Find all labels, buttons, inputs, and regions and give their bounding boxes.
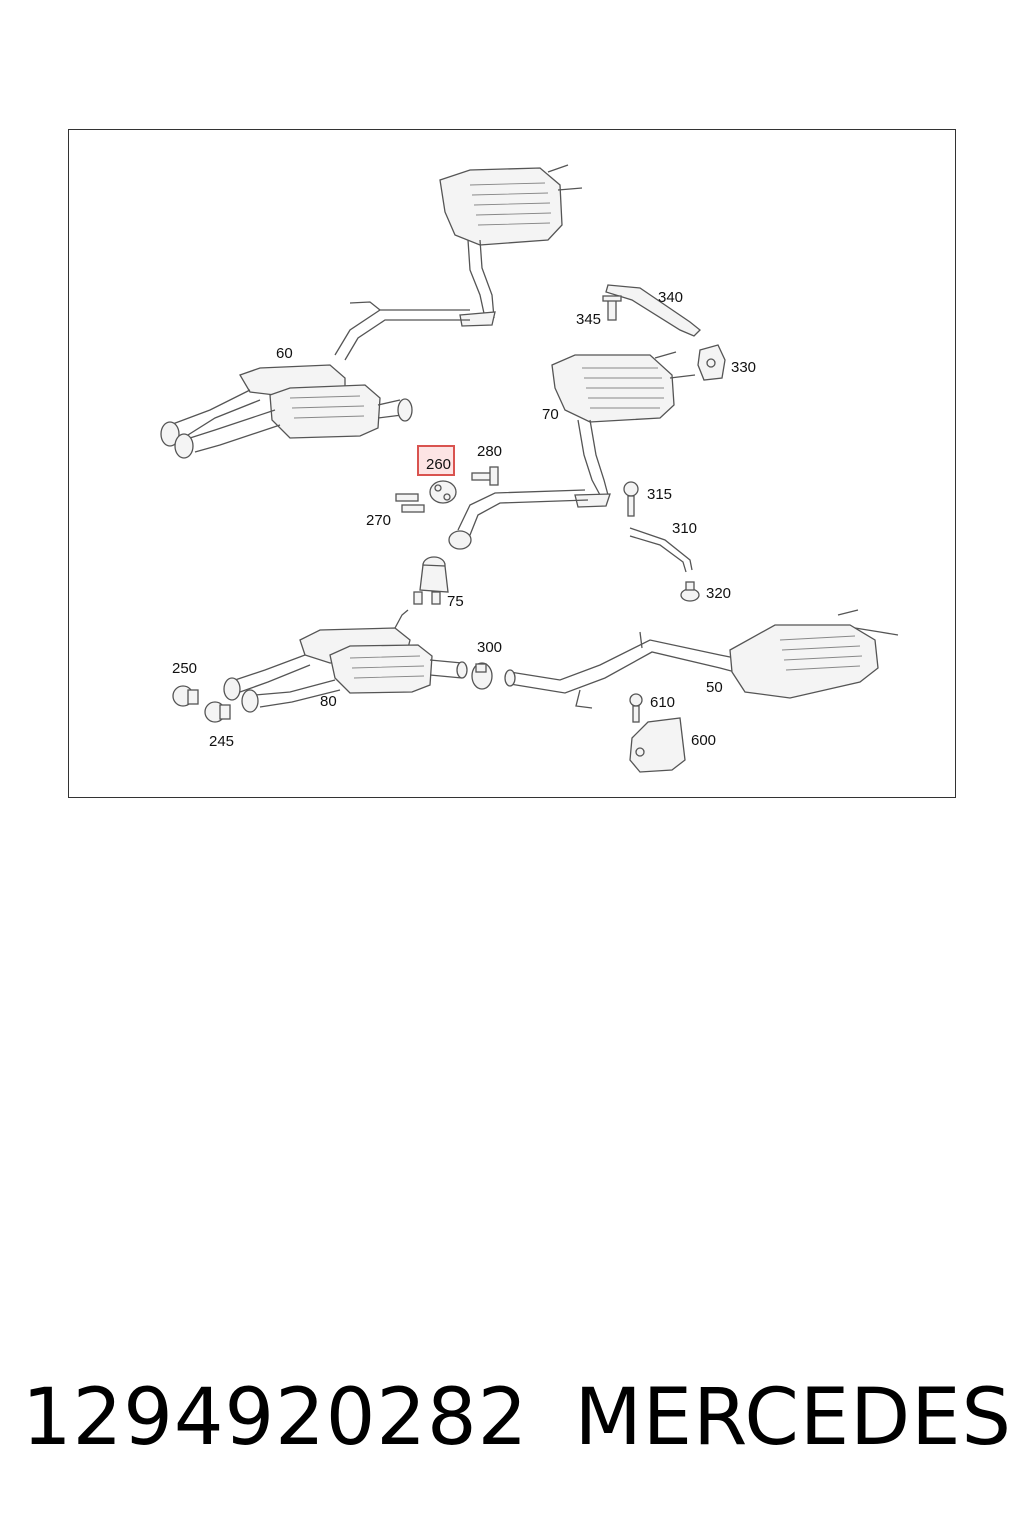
callout-270: 270 [366,512,391,529]
callout-260[interactable]: 260 [426,456,451,473]
callout-320: 320 [706,585,731,602]
callout-330: 330 [731,359,756,376]
callout-340: 340 [658,289,683,306]
rear-muffler-middle [448,351,696,550]
callout-310: 310 [672,520,697,537]
callout-245: 245 [209,733,234,750]
callout-610: 610 [650,694,675,711]
bracket-340 [602,284,701,337]
callout-80: 80 [320,693,337,710]
rubber-mount-330 [697,344,726,381]
callout-70: 70 [542,406,559,423]
rear-muffler-lower [504,609,899,709]
callout-60: 60 [276,345,293,362]
center-muffler-upper [160,364,413,459]
callout-50: 50 [706,679,723,696]
front-pipe-upper [334,301,470,361]
brand-name: MERCEDES [574,1373,1012,1463]
clamp-300 [471,662,493,690]
hanger-310 [623,481,700,602]
callout-600: 600 [691,732,716,749]
callout-300: 300 [477,639,502,656]
clamp-75 [413,556,449,605]
callout-highlight-260 [417,445,455,476]
center-muffler-lower [223,609,468,713]
heat-shield-600 [629,693,686,773]
callout-315: 315 [647,486,672,503]
part-number: 1294920282 [22,1373,529,1463]
callout-75: 75 [447,593,464,610]
callout-345: 345 [576,311,601,328]
callout-280: 280 [477,443,502,460]
fasteners-260-280 [395,466,499,513]
callout-250: 250 [172,660,197,677]
rear-muffler-upper [439,164,583,327]
clamps-250-245 [172,685,231,723]
caption: 1294920282 MERCEDES [22,1368,1012,1468]
